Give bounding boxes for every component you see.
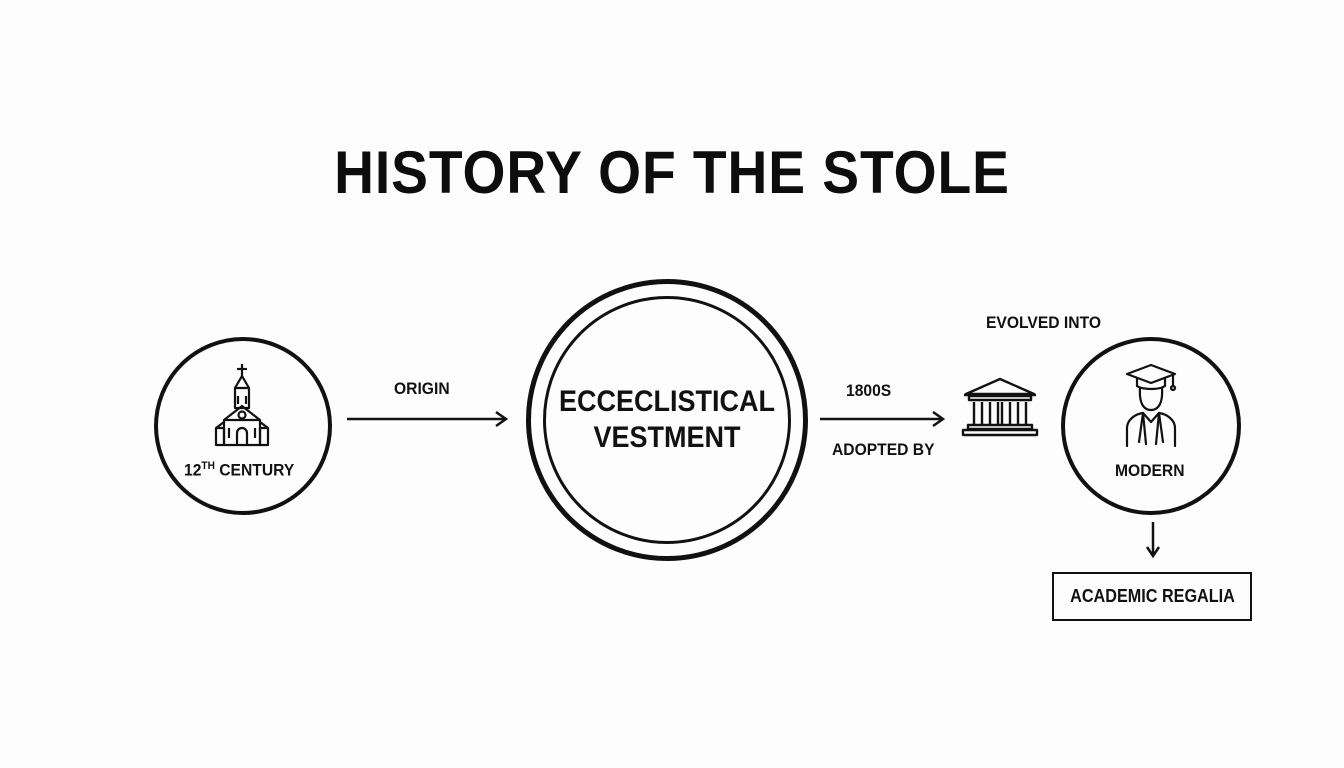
origin-node-circle [154, 337, 332, 515]
arrow-origin-to-vestment [347, 410, 509, 428]
origin-node-label-number: 12 [184, 460, 202, 480]
vestment-node-label-line2: VESTMENT [593, 421, 741, 454]
vestment-node-outer-ring [526, 279, 808, 561]
evolved-connector-label: EVOLVED INTO [986, 313, 1102, 332]
origin-node-label: 12TH CENTURY [184, 460, 294, 481]
arrow-modern-to-regalia [1145, 522, 1161, 559]
vestment-node-inner-ring [543, 296, 791, 544]
vestment-node-label-line1: ECCECLISTICAL [559, 385, 775, 418]
church-icon [214, 364, 270, 447]
origin-connector-label: ORIGIN [394, 379, 450, 398]
vestment-node-label: ECCECLISTICAL VESTMENT [555, 384, 778, 456]
academic-building-icon [961, 377, 1039, 437]
modern-node-label: MODERN [1115, 461, 1185, 480]
academic-regalia-label: ACADEMIC REGALIA [1069, 586, 1235, 606]
academic-regalia-box: ACADEMIC REGALIA [1052, 572, 1252, 621]
arrow-vestment-to-institution [820, 410, 946, 428]
origin-node-label-ordinal: TH [201, 460, 215, 472]
diagram-title: HISTORY OF THE STOLE [334, 139, 1010, 206]
graduate-icon [1125, 363, 1177, 448]
origin-node-label-century: CENTURY [214, 460, 295, 480]
adopted-connector-label: ADOPTED BY [832, 440, 935, 459]
modern-node-circle [1061, 337, 1241, 515]
period-connector-label: 1800S [846, 381, 892, 400]
